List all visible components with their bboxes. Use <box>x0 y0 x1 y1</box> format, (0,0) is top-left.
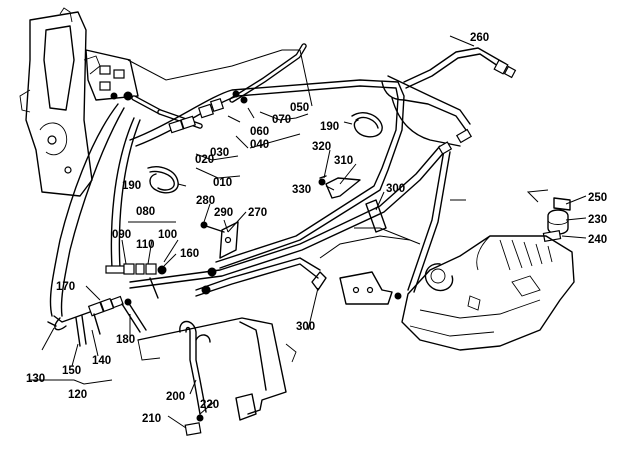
callout-270: 270 <box>248 207 267 219</box>
callout-140: 140 <box>92 355 111 367</box>
callout-120: 120 <box>68 389 87 401</box>
callout-150: 150 <box>62 365 81 377</box>
callout-020: 020 <box>195 154 214 166</box>
callout-260: 260 <box>470 32 489 44</box>
callout-230: 230 <box>588 214 607 226</box>
callout-300-bottom: 300 <box>296 321 315 333</box>
callout-190-right: 190 <box>320 121 339 133</box>
callout-labels: 010 020 030 040 050 060 070 080 090 100 … <box>26 32 607 425</box>
pipe-lines <box>129 47 507 297</box>
callout-240: 240 <box>588 234 607 246</box>
callout-330: 330 <box>292 184 311 196</box>
callout-070: 070 <box>272 114 291 126</box>
engine-block <box>401 235 575 351</box>
callout-080: 080 <box>136 206 155 218</box>
callout-290: 290 <box>214 207 233 219</box>
callout-180: 180 <box>116 334 135 346</box>
callout-090: 090 <box>112 229 131 241</box>
callout-220: 220 <box>200 399 219 411</box>
callout-300-right: 300 <box>386 183 405 195</box>
callout-110: 110 <box>136 239 155 251</box>
callout-280: 280 <box>196 195 215 207</box>
callout-130: 130 <box>26 373 45 385</box>
callout-010: 010 <box>213 177 232 189</box>
fittings <box>47 59 571 331</box>
callout-170: 170 <box>56 281 75 293</box>
callout-320: 320 <box>312 141 331 153</box>
callout-060: 060 <box>250 126 269 138</box>
leader-lines <box>30 35 587 429</box>
callout-210: 210 <box>142 413 161 425</box>
callout-100: 100 <box>158 229 177 241</box>
hydraulic-hoses <box>49 43 307 317</box>
callout-200: 200 <box>166 391 185 403</box>
callout-040: 040 <box>250 139 269 151</box>
transmission-housing <box>19 7 139 197</box>
callout-050: 050 <box>290 102 309 114</box>
callout-160: 160 <box>180 248 199 260</box>
callout-030: 030 <box>210 147 229 159</box>
floor-pedal <box>75 301 297 436</box>
callout-190-left: 190 <box>122 180 141 192</box>
callout-310: 310 <box>334 155 353 167</box>
callout-250: 250 <box>588 192 607 204</box>
